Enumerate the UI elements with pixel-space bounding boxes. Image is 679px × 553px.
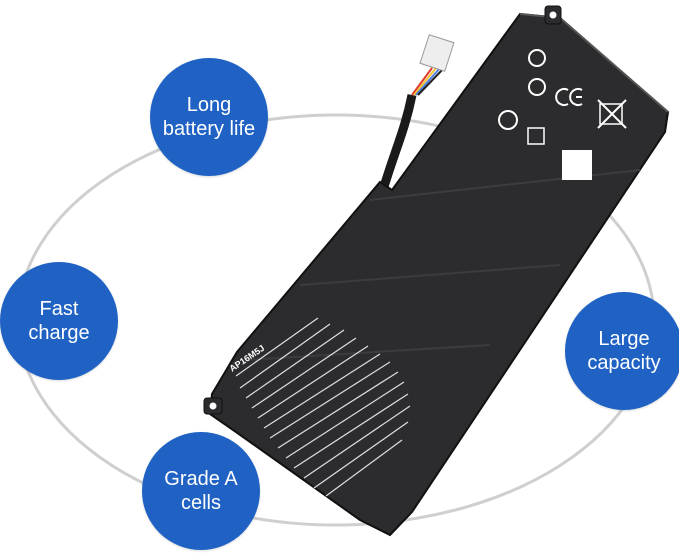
feature-label: Large capacity — [587, 328, 661, 374]
feature-label: Grade A cells — [164, 468, 238, 514]
feature-label: Fast charge — [28, 298, 90, 344]
feature-label: Long battery life — [162, 94, 256, 140]
feature-bubble-large-capacity: Large capacity — [565, 292, 679, 410]
battery-pack: AP16M5J — [203, 5, 670, 537]
feature-bubble-long-battery-life: Long battery life — [150, 58, 268, 176]
feature-bubble-fast-charge: Fast charge — [0, 262, 118, 380]
feature-bubble-grade-a-cells: Grade A cells — [142, 432, 260, 550]
